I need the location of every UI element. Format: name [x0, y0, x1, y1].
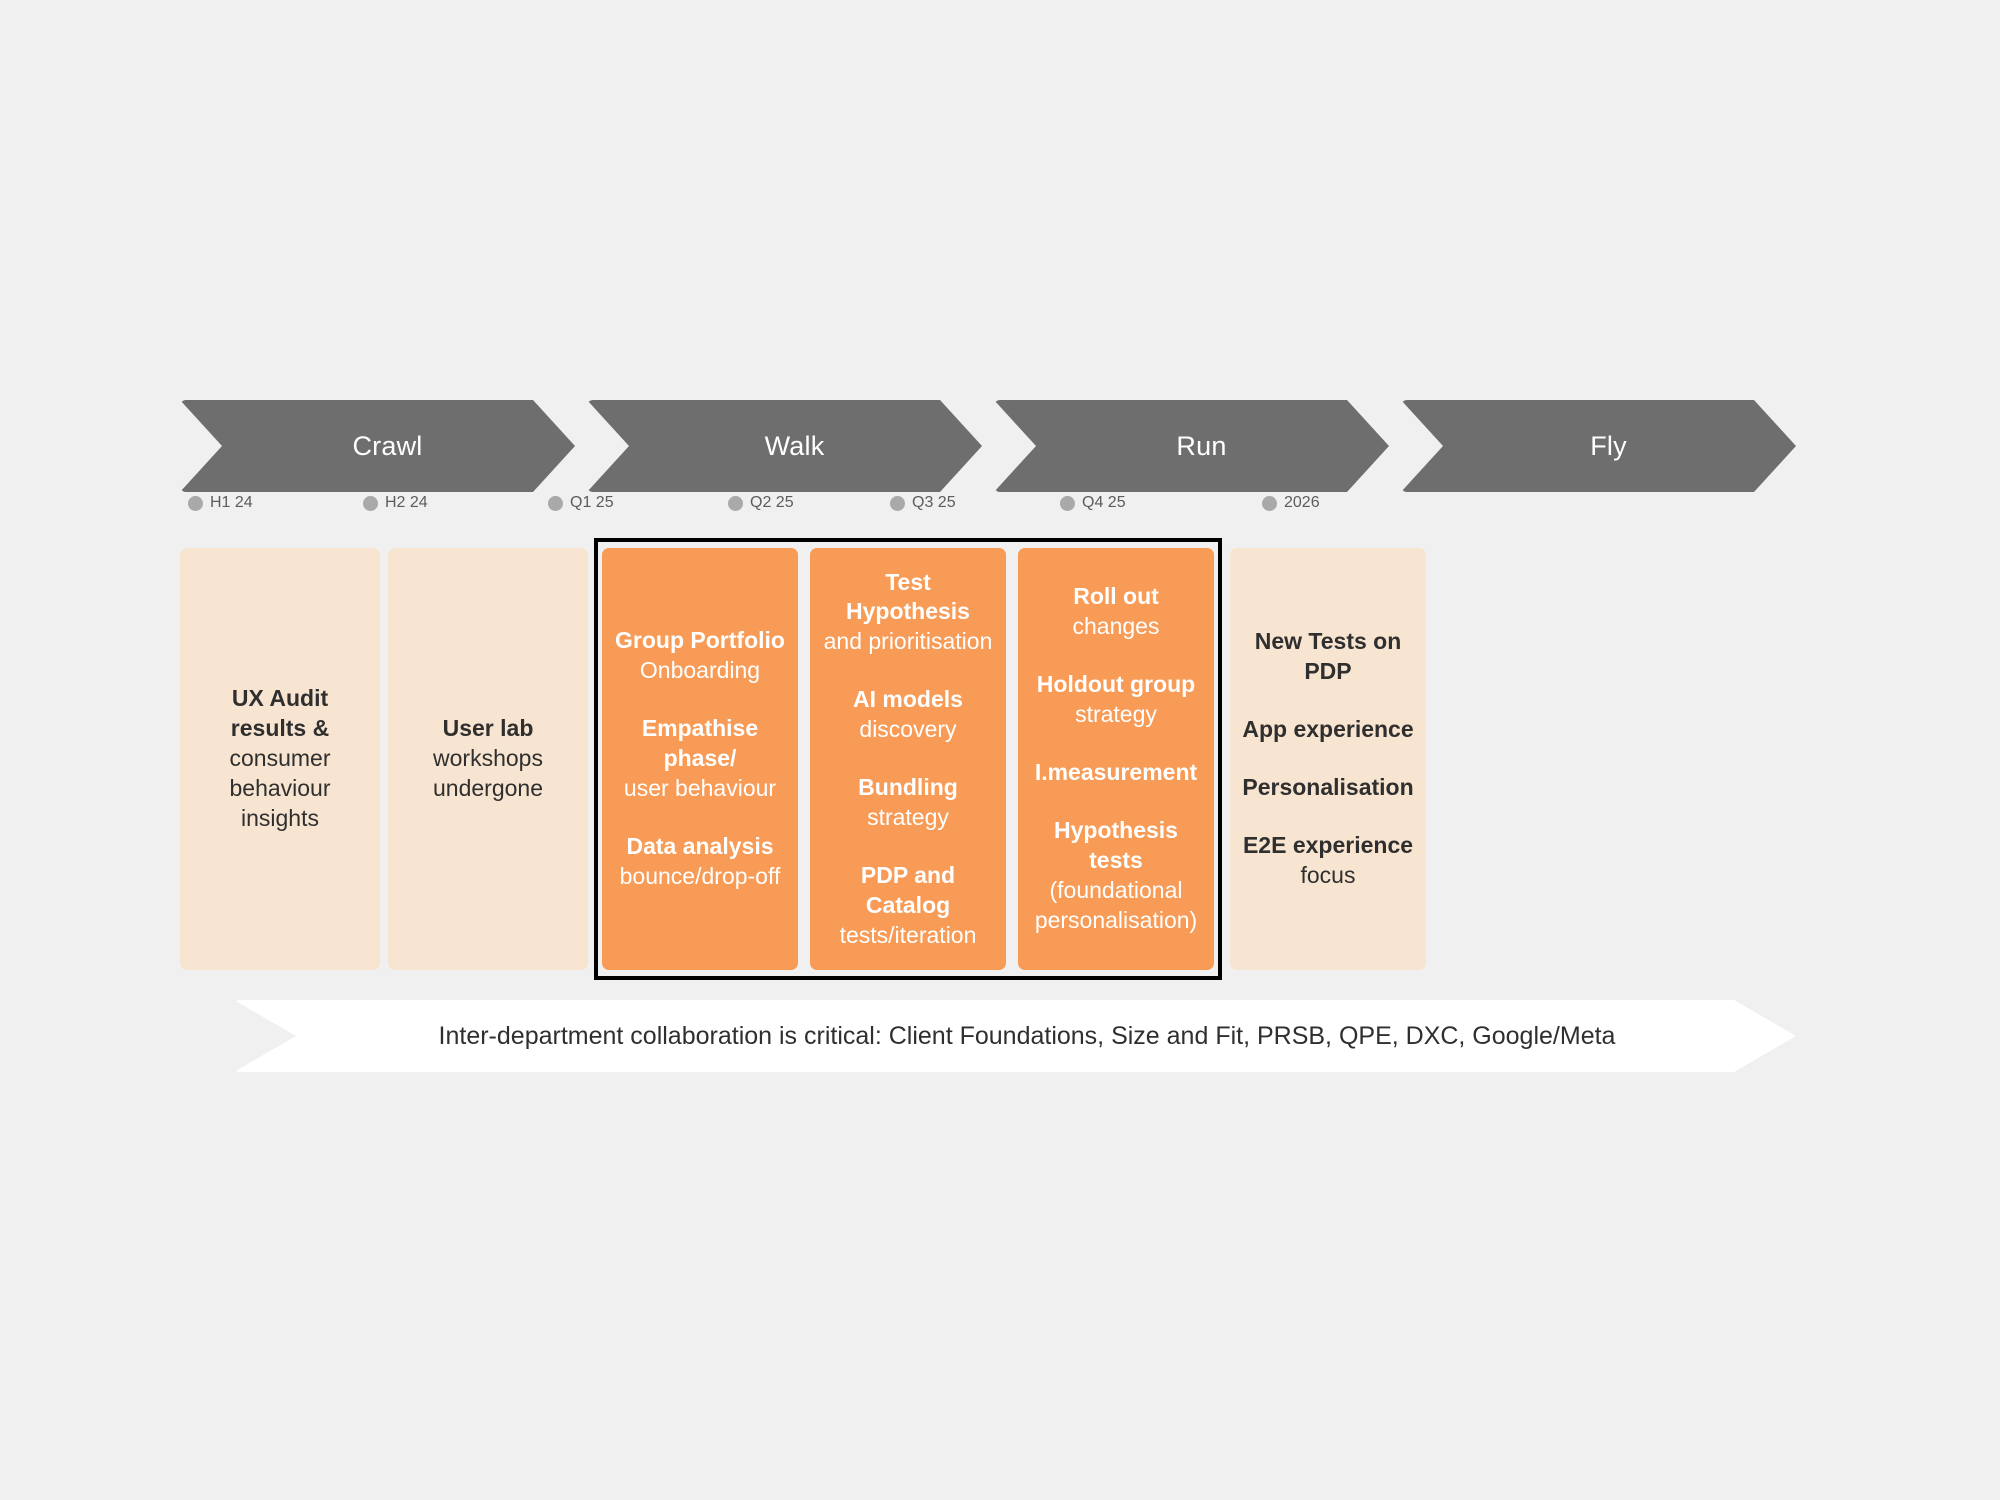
phase-chevron-fly[interactable]: Fly — [1401, 400, 1796, 492]
timeline-dot-icon — [1060, 495, 1075, 511]
timeline-label: H2 24 — [385, 494, 428, 511]
card-entry-bold: AI models — [853, 686, 963, 713]
timeline-dot-icon — [728, 495, 743, 511]
roadmap-cards-row: UX Audit results & consumer behaviour in… — [180, 538, 1796, 980]
card-entry-bold: I.measurement — [1034, 759, 1198, 786]
phase-label: Fly — [1590, 430, 1627, 461]
card-entry-regular: strategy — [867, 803, 949, 830]
card-entry-regular: focus — [1300, 861, 1356, 888]
card-entry: E2E experience focus — [1243, 831, 1413, 891]
card-entry-regular: bounce/drop-off — [619, 862, 781, 889]
card-entry-bold: Test Hypothesis — [846, 568, 970, 625]
card-entry: App experience — [1242, 715, 1413, 745]
timeline-label: 2026 — [1284, 494, 1320, 511]
card-entry: User lab workshops undergone — [400, 714, 576, 804]
timeline-dot-icon — [890, 495, 905, 511]
card-entry-bold: Personalisation — [1242, 774, 1414, 800]
timeline-dot-icon — [363, 495, 378, 511]
card-entry-bold: Roll out — [1073, 583, 1159, 610]
roadmap-card-crawl-userlab[interactable]: User lab workshops undergone — [388, 548, 588, 970]
card-entry-regular: (foundational personalisation) — [1034, 876, 1198, 933]
timeline-marker: Q2 25 — [728, 494, 794, 512]
card-entry-bold: User lab — [442, 715, 534, 742]
card-entry: Roll out changes — [1030, 582, 1202, 642]
card-entry-bold: Data analysis — [626, 832, 774, 859]
card-entry-regular: consumer behaviour insights — [229, 745, 331, 831]
phase-chevron-crawl[interactable]: Crawl — [180, 400, 575, 492]
card-entry: Empathise phase/user behaviour — [614, 714, 786, 804]
timeline-marker: Q4 25 — [1060, 494, 1126, 512]
timeline-label: Q1 25 — [570, 494, 614, 511]
card-entry-bold: App experience — [1242, 716, 1414, 743]
card-entry: Personalisation — [1242, 773, 1413, 803]
card-entry: AI models discovery — [853, 685, 963, 745]
timeline-marker: H2 24 — [363, 494, 428, 512]
timeline-label: Q3 25 — [912, 494, 956, 511]
timeline-marker-row: H1 24 H2 24 Q1 25 Q2 25 Q3 25 Q4 25 2026 — [180, 494, 1796, 524]
card-entry-bold: Hypothesis tests — [1054, 816, 1178, 873]
timeline-dot-icon — [1262, 495, 1277, 511]
timeline-label: H1 24 — [210, 494, 253, 511]
card-entry-regular: user behaviour — [623, 774, 777, 801]
timeline-marker: Q1 25 — [548, 494, 614, 512]
timeline-marker: Q3 25 — [890, 494, 956, 512]
card-entry-bold: UX Audit results & — [230, 685, 330, 742]
card-entry-bold: Holdout group — [1036, 671, 1196, 698]
card-entry: Holdout group strategy — [1037, 670, 1195, 730]
card-entry: Test Hypothesis and prioritisation — [822, 568, 994, 658]
card-entry-bold: Bundling — [858, 774, 958, 800]
card-entry-regular: and prioritisation — [823, 628, 993, 655]
phase-label: Walk — [764, 430, 825, 461]
phase-chevron-row: Crawl Walk Run Fly — [180, 400, 1796, 492]
card-entry: I.measurement — [1035, 758, 1197, 788]
phase-label: Run — [1176, 430, 1227, 461]
timeline-label: Q2 25 — [750, 494, 794, 511]
card-entry-bold: Empathise phase/ — [641, 715, 759, 772]
card-entry-regular: strategy — [1075, 701, 1157, 728]
card-entry-regular: workshops undergone — [433, 745, 543, 801]
timeline-label: Q4 25 — [1082, 494, 1126, 511]
card-entry: Bundling strategy — [822, 773, 994, 833]
card-entry-regular: Onboarding — [639, 657, 761, 684]
phase-chevron-walk[interactable]: Walk — [587, 400, 982, 492]
card-entry: UX Audit results & consumer behaviour in… — [192, 684, 368, 833]
card-entry: New Tests on PDP — [1242, 627, 1414, 687]
timeline-marker: 2026 — [1262, 494, 1320, 512]
card-entry-bold: New Tests on PDP — [1254, 628, 1402, 685]
roadmap-card-walk-right[interactable]: Test Hypothesis and prioritisation AI mode… — [810, 548, 1006, 970]
roadmap-card-crawl-insights[interactable]: UX Audit results & consumer behaviour in… — [180, 548, 380, 970]
card-entry: Hypothesis tests(foundational personalis… — [1030, 816, 1202, 936]
phase-chevron-run[interactable]: Run — [994, 400, 1389, 492]
card-entry: PDP and Catalog tests/iteration — [822, 861, 994, 951]
card-entry: Data analysis bounce/drop-off — [620, 832, 781, 892]
timeline-dot-icon — [548, 495, 563, 511]
card-entry-regular: discovery — [859, 716, 957, 743]
card-entry-bold: PDP and Catalog — [860, 861, 956, 918]
timeline-marker: H1 24 — [188, 494, 253, 512]
card-entry-regular: changes — [1072, 613, 1160, 640]
timeline-dot-icon — [188, 495, 203, 511]
phase-label: Crawl — [352, 430, 423, 461]
card-entry-bold: Group Portfolio — [615, 627, 785, 654]
collaboration-banner-text: Inter-department collaboration is critic… — [438, 1021, 1616, 1050]
collaboration-banner: Inter-department collaboration is critic… — [234, 1000, 1796, 1072]
card-entry-bold: E2E experience — [1242, 831, 1414, 858]
card-entry-regular: tests/iteration — [839, 921, 977, 948]
